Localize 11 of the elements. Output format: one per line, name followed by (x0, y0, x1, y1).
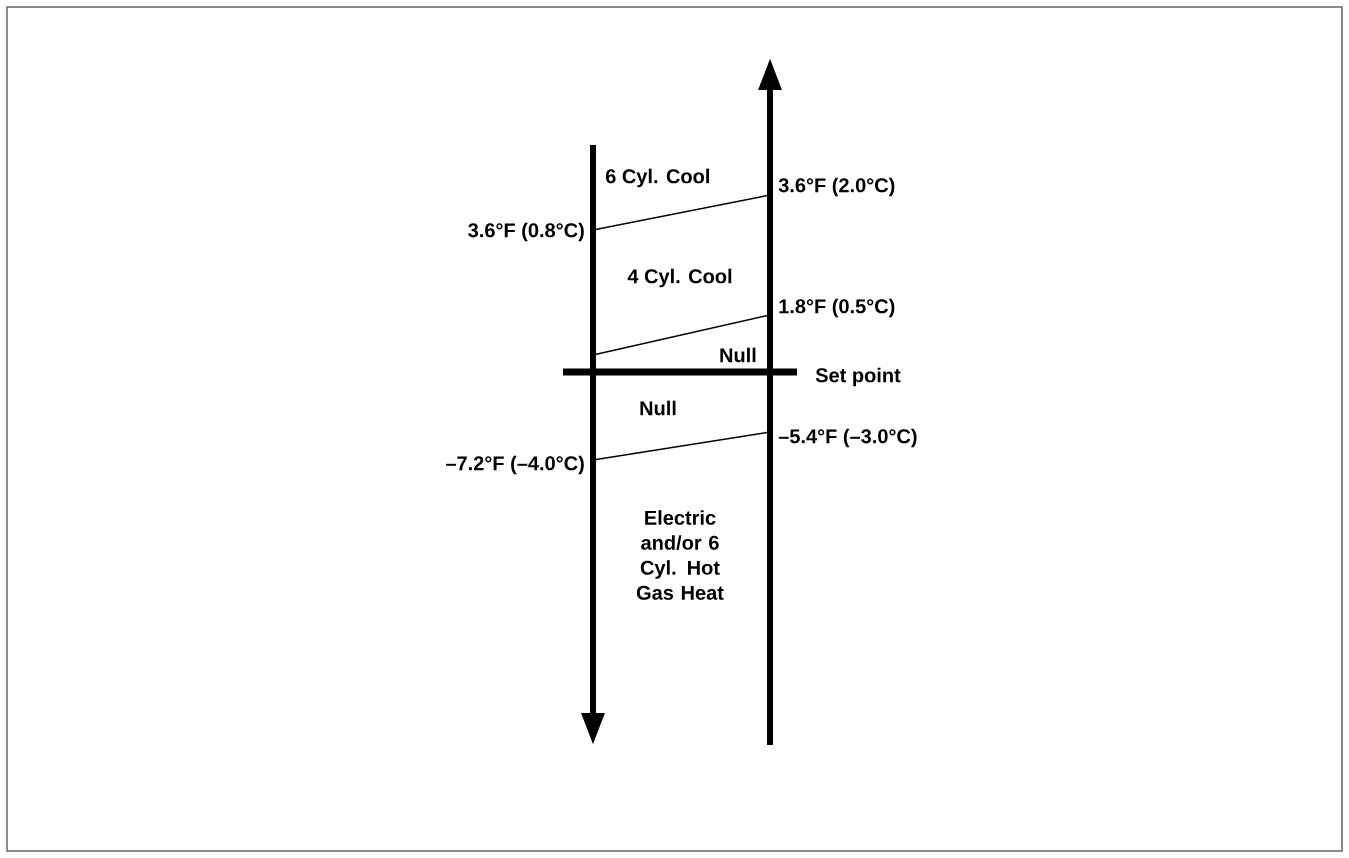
band-label: 4 Cyl. Cool (627, 268, 732, 288)
band-label: Null (720, 347, 756, 363)
threshold-label: 1.8°F (0.5°C) (779, 298, 895, 318)
band-label: Electric and/or 6 Cyl. Hot Gas Heat (636, 510, 724, 600)
band-label: 6 Cyl. Cool (605, 168, 709, 188)
threshold-label: –5.4°F (–3.0°C) (778, 428, 917, 448)
threshold-label: 3.6°F (0.8°C) (468, 222, 584, 242)
set-point-label: Set point (815, 367, 901, 387)
threshold-label: –7.2°F (–4.0°C) (446, 455, 584, 475)
threshold-label: 3.6°F (2.0°C) (778, 177, 895, 197)
band-label: Null (640, 400, 676, 416)
